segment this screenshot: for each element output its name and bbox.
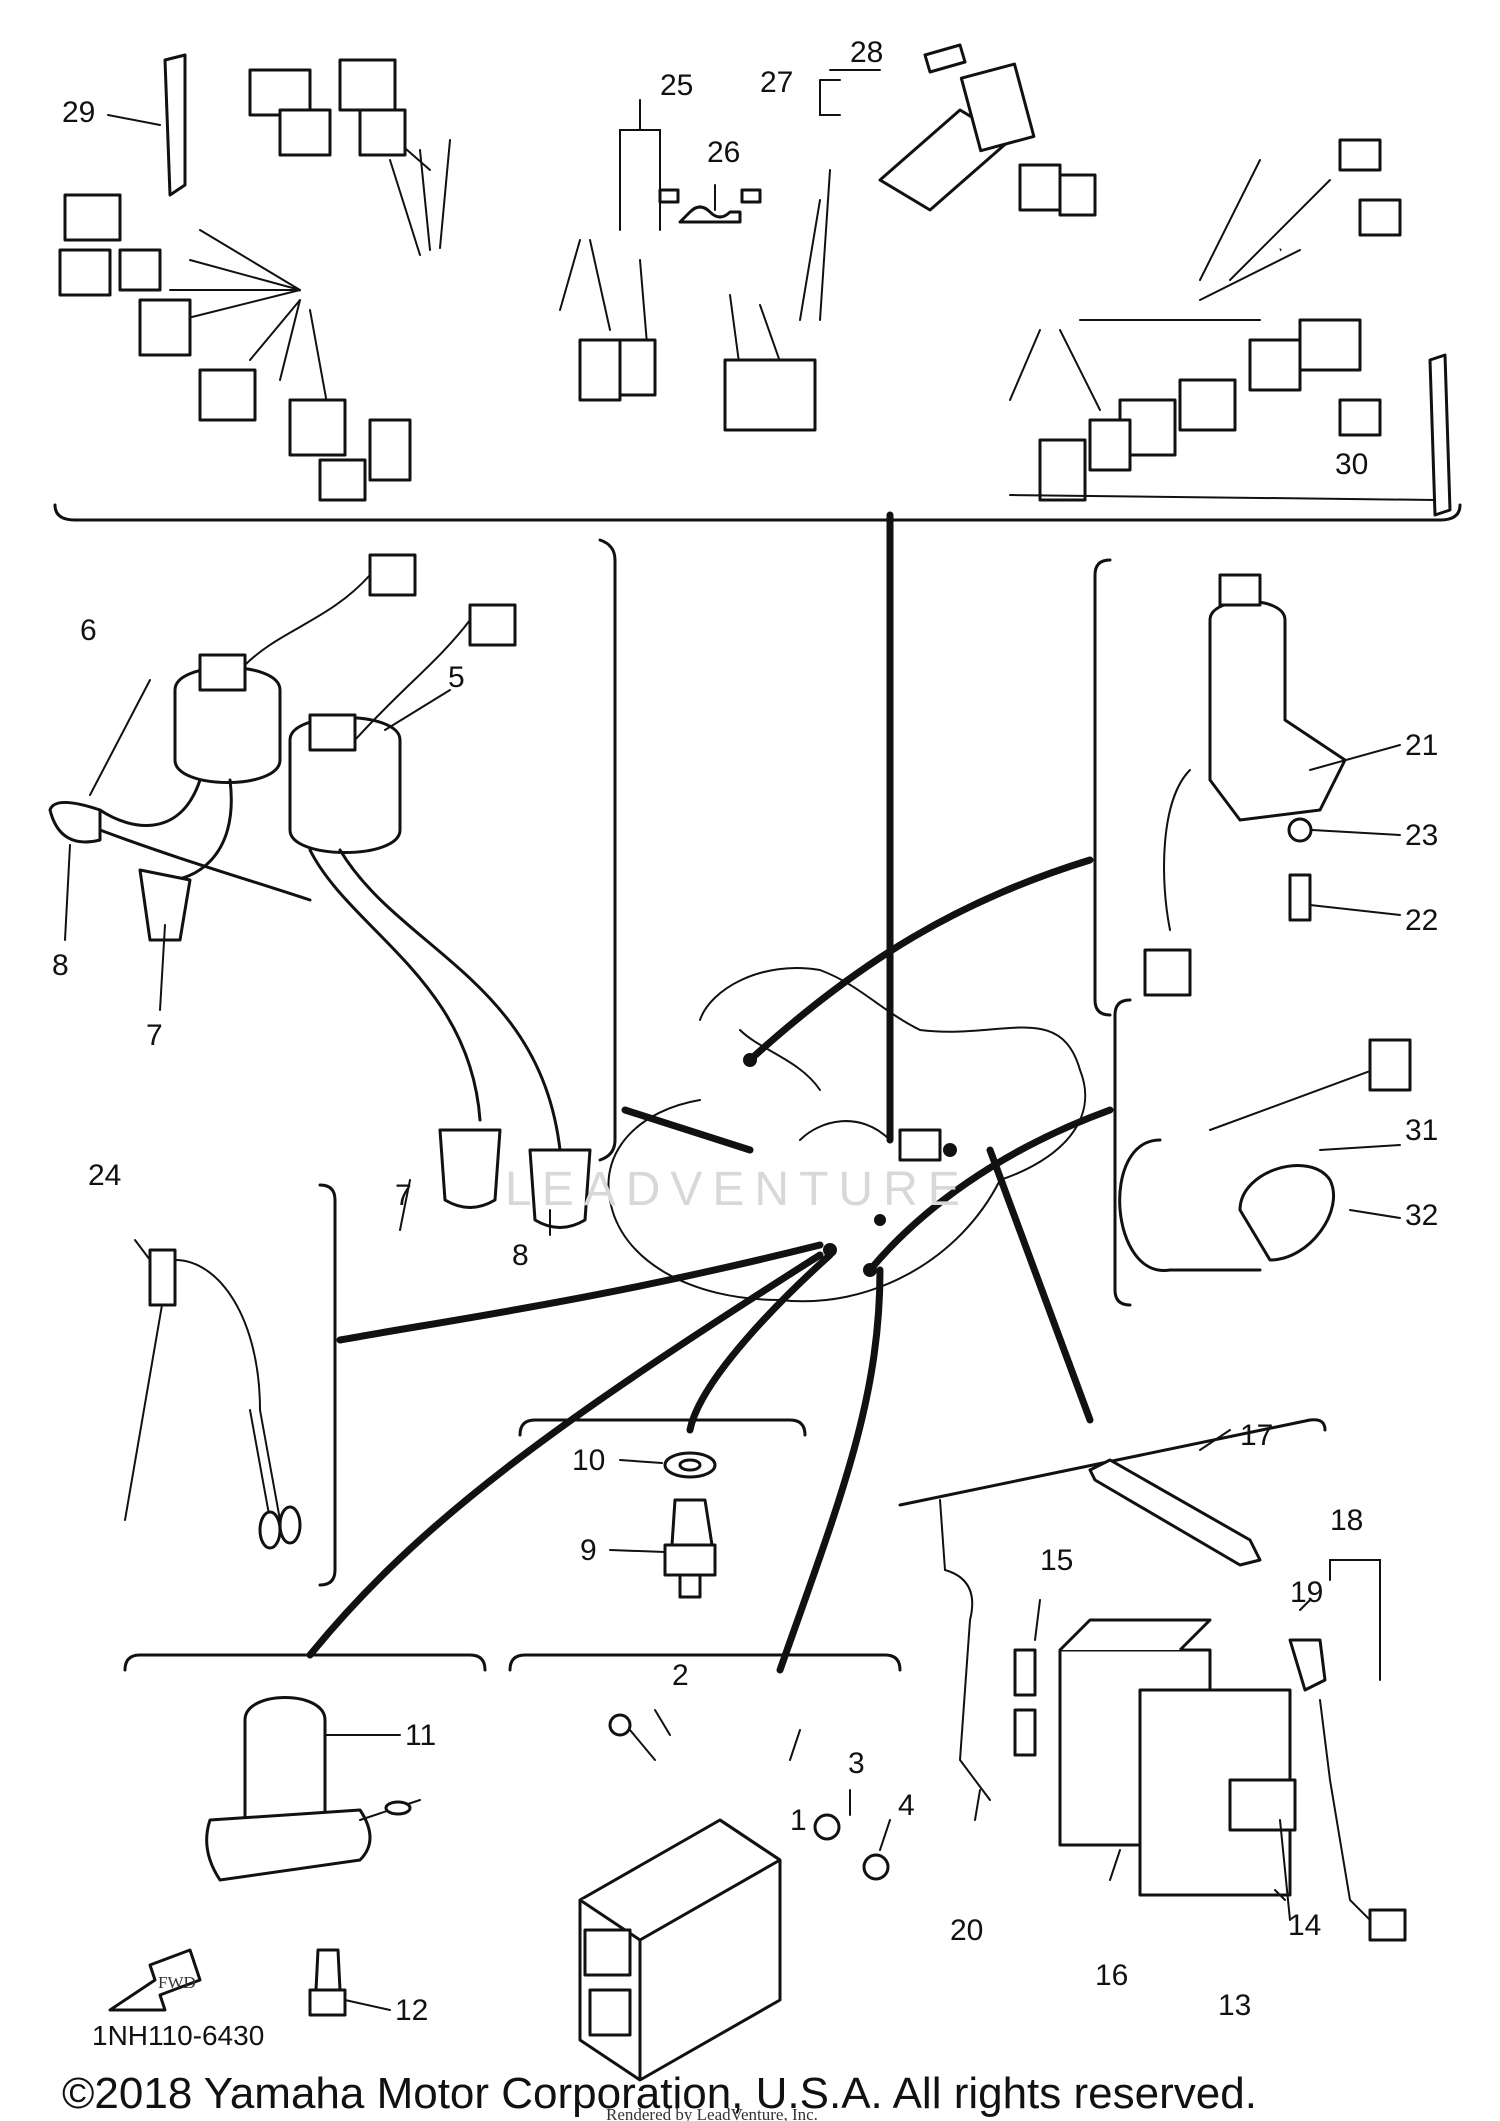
callout-27: 27 bbox=[760, 66, 793, 99]
callout-11: 11 bbox=[405, 1719, 436, 1752]
callout-25: 25 bbox=[660, 69, 693, 102]
callout-30: 30 bbox=[1335, 448, 1368, 481]
callout-13: 13 bbox=[1218, 1989, 1251, 2022]
fwd-arrow-label: FWD bbox=[158, 1973, 196, 1992]
callout-2: 2 bbox=[672, 1659, 689, 1692]
callout-1: 1 bbox=[790, 1804, 807, 1837]
main-switch bbox=[1093, 558, 1401, 1017]
ignitor-unit bbox=[508, 1653, 902, 2082]
callout-20: 20 bbox=[950, 1914, 983, 1947]
callout-18: 18 bbox=[1330, 1504, 1363, 1537]
callout-23: 23 bbox=[1405, 819, 1438, 852]
callout-29: 29 bbox=[62, 96, 95, 129]
callout-24: 24 bbox=[88, 1159, 121, 1192]
callout-17: 17 bbox=[1240, 1419, 1273, 1452]
callout-9: 9 bbox=[580, 1534, 597, 1567]
callout-3: 3 bbox=[848, 1747, 865, 1780]
callout-14: 14 bbox=[1288, 1909, 1321, 1942]
callout-19: 19 bbox=[1290, 1576, 1323, 1609]
frame-sketch bbox=[306, 511, 1114, 1674]
callout-16: 16 bbox=[1095, 1959, 1128, 1992]
wire-harness bbox=[53, 43, 1462, 522]
callout-15: 15 bbox=[1040, 1544, 1073, 1577]
callout-10: 10 bbox=[572, 1444, 605, 1477]
watermark-text: LEADVENTURE bbox=[505, 1163, 970, 1216]
callout-6: 6 bbox=[80, 614, 97, 647]
callout-12: 12 bbox=[395, 1994, 428, 2027]
thermo-unit bbox=[124, 1183, 337, 1587]
callout-31: 31 bbox=[1405, 1114, 1438, 1147]
callout-21: 21 bbox=[1405, 729, 1438, 762]
callout-8b: 8 bbox=[512, 1239, 529, 1272]
callout-32: 32 bbox=[1405, 1199, 1438, 1232]
callout-7b: 7 bbox=[395, 1179, 412, 1212]
callout-4: 4 bbox=[898, 1789, 915, 1822]
battery-assembly bbox=[898, 1418, 1407, 1942]
callout-26: 26 bbox=[707, 136, 740, 169]
callout-22: 22 bbox=[1405, 904, 1438, 937]
ignition-coils bbox=[48, 538, 617, 1236]
callout-8a: 8 bbox=[52, 949, 69, 982]
switch-9-10 bbox=[518, 1418, 807, 1599]
copyright-text: ©2018 Yamaha Motor Corporation, U.S.A. A… bbox=[62, 2069, 1257, 2118]
callout-7a: 7 bbox=[146, 1019, 163, 1052]
sidestand-switch bbox=[1113, 998, 1412, 1307]
callout-numbers: 1 2 3 4 5 6 7 7 8 8 9 10 11 12 13 14 15 … bbox=[52, 36, 1438, 2027]
diagram-code: 1NH110-6430 bbox=[92, 2020, 264, 2051]
rendered-by-text: Rendered by LeadVenture, Inc. bbox=[606, 2105, 818, 2121]
starter-relay: FWD bbox=[108, 1653, 487, 2017]
callout-28: 28 bbox=[850, 36, 883, 69]
callout-5: 5 bbox=[448, 661, 465, 694]
